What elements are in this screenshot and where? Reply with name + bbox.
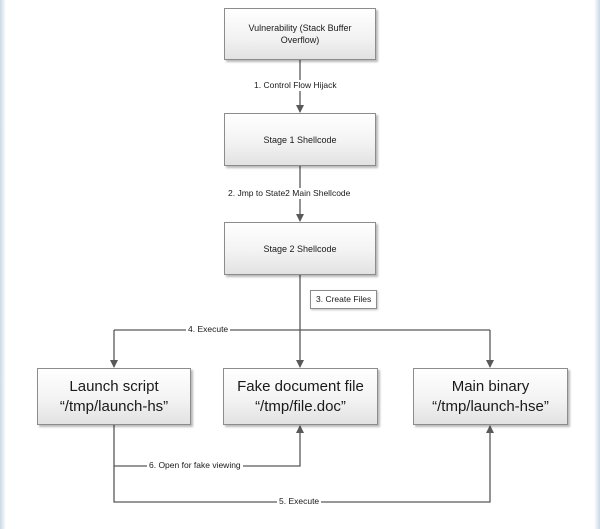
node-main-binary-title: Main binary	[451, 377, 530, 395]
label-create-files: 3. Create Files	[310, 290, 378, 309]
label-execute-main: 5. Execute	[277, 496, 322, 507]
label-open-fake-viewing: 6. Open for fake viewing	[147, 460, 243, 471]
node-main-binary: Main binary “/tmp/launch-hse”	[413, 368, 568, 425]
frame-right-edge	[594, 0, 600, 529]
node-stage1-shellcode: Stage 1 Shellcode	[224, 113, 376, 166]
node-main-binary-path: “/tmp/launch-hse”	[432, 397, 549, 415]
label-jmp-to-stage2: 2. Jmp to State2 Main Shellcode	[226, 188, 353, 199]
node-stage2-label: Stage 2 Shellcode	[263, 243, 337, 254]
node-stage1-label: Stage 1 Shellcode	[263, 134, 337, 145]
node-vulnerability-label: Vulnerability (Stack Buffer Overflow)	[248, 23, 352, 45]
node-fake-document-title: Fake document file	[237, 377, 364, 395]
node-launch-script: Launch script “/tmp/launch-hs”	[37, 368, 191, 425]
node-stage2-shellcode: Stage 2 Shellcode	[224, 222, 376, 275]
node-launch-script-path: “/tmp/launch-hs”	[59, 397, 169, 415]
label-control-flow-hijack: 1. Control Flow Hijack	[252, 80, 339, 91]
frame-left-edge	[0, 0, 6, 529]
node-fake-document: Fake document file “/tmp/file.doc”	[223, 368, 378, 425]
node-fake-document-path: “/tmp/file.doc”	[255, 397, 346, 415]
label-execute-launch: 4. Execute	[186, 324, 231, 335]
node-launch-script-title: Launch script	[69, 377, 159, 395]
node-vulnerability: Vulnerability (Stack Buffer Overflow)	[224, 8, 376, 60]
